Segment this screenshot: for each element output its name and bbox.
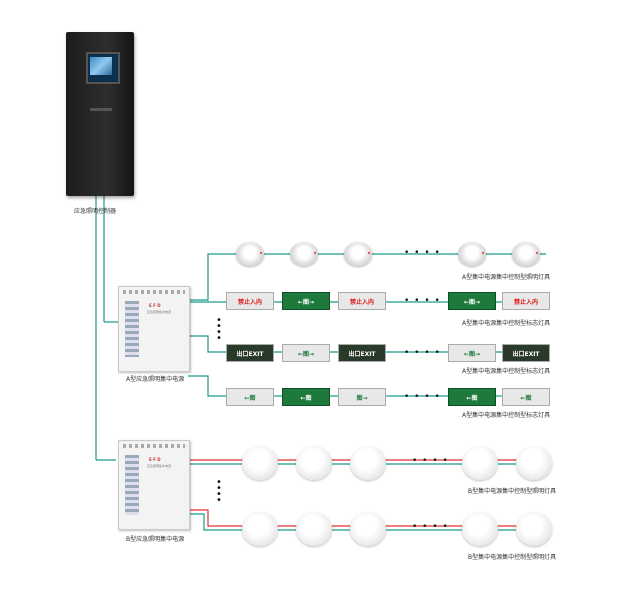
controller-label: 应急照明控制器 [74, 208, 117, 215]
vertical-dots: • • • • [216, 477, 222, 506]
panel-b-label: B型应急照明集中电源 [126, 536, 185, 543]
row-a4-label: A型集中电源集中控制型标志灯具 [462, 412, 551, 419]
ellipsis: • • • • [404, 248, 441, 258]
row-b1-label: B型集中电源集中控制型照明灯具 [468, 488, 557, 495]
left-arrow-sign: ←图 [282, 388, 330, 406]
no-entry-sign: 禁止入内 [338, 292, 386, 310]
row-a1-label: A型集中电源集中控制型照明灯具 [462, 274, 551, 281]
row-a2-label: A型集中电源集中控制型标志灯具 [462, 320, 551, 327]
round-lamp [242, 512, 278, 546]
no-entry-sign: 禁止入内 [226, 292, 274, 310]
cabinet-slot [90, 108, 112, 111]
right-arrow-sign: 图→ [338, 388, 386, 406]
panel-b-subtitle: 应急照明集中电源 [147, 464, 172, 468]
screen-display [90, 57, 112, 75]
dome-light [344, 242, 372, 266]
round-lamp [516, 446, 552, 480]
exit-arrow-sign: ←图→ [282, 344, 330, 362]
panel-a-label: A型应急照明集中电源 [126, 376, 185, 383]
round-lamp [296, 446, 332, 480]
exit-sign: 出口EXIT [502, 344, 550, 362]
dome-light [290, 242, 318, 266]
round-lamp [462, 512, 498, 546]
round-lamp [350, 446, 386, 480]
panel-a-subtitle: 应急照明集中电源 [147, 310, 172, 314]
dome-light [458, 242, 486, 266]
ellipsis: • • • • [404, 296, 441, 306]
dome-light [236, 242, 264, 266]
vertical-dots: • • • • [216, 315, 222, 344]
no-entry-sign: 禁止入内 [502, 292, 550, 310]
ellipsis: • • • • [412, 522, 449, 532]
round-lamp [350, 512, 386, 546]
round-lamp [242, 446, 278, 480]
row-a3-label: A型集中电源集中控制型标志灯具 [462, 368, 551, 375]
panel-a-logo: E F D [149, 303, 161, 308]
exit-sign: 出口EXIT [226, 344, 274, 362]
dome-light [512, 242, 540, 266]
ellipsis: • • • • [404, 348, 441, 358]
row-b2-label: B型集中电源集中控制型照明灯具 [468, 554, 557, 561]
left-arrow-sign: ←图 [502, 388, 550, 406]
ellipsis: • • • • [404, 392, 441, 402]
panel-b-logo: E F D [149, 457, 161, 462]
exit-arrow-sign: ←图→ [448, 292, 496, 310]
left-arrow-sign: ←图 [448, 388, 496, 406]
left-arrow-sign: ←图 [226, 388, 274, 406]
round-lamp [296, 512, 332, 546]
exit-arrow-sign: ←图→ [448, 344, 496, 362]
exit-arrow-sign: ←图→ [282, 292, 330, 310]
panel-b: E F D 应急照明集中电源 [118, 440, 190, 530]
ellipsis: • • • • [412, 456, 449, 466]
round-lamp [516, 512, 552, 546]
panel-a: E F D 应急照明集中电源 [118, 286, 190, 372]
exit-sign: 出口EXIT [338, 344, 386, 362]
round-lamp [462, 446, 498, 480]
